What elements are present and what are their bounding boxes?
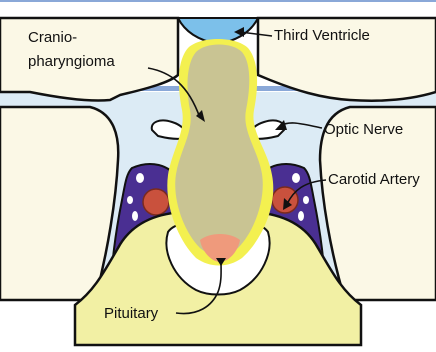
carotid-artery-left bbox=[143, 189, 169, 215]
label-carotid-artery: Carotid Artery bbox=[328, 171, 420, 188]
label-optic-nerve: Optic Nerve bbox=[324, 121, 403, 138]
label-craniopharyngioma-line2: pharyngioma bbox=[28, 53, 115, 70]
frame-top-edge bbox=[0, 0, 436, 2]
label-craniopharyngioma-line1: Cranio- bbox=[28, 29, 77, 46]
label-third-ventricle: Third Ventricle bbox=[274, 27, 370, 44]
left-temporal-lobe bbox=[0, 107, 118, 300]
label-pituitary: Pituitary bbox=[104, 305, 159, 322]
